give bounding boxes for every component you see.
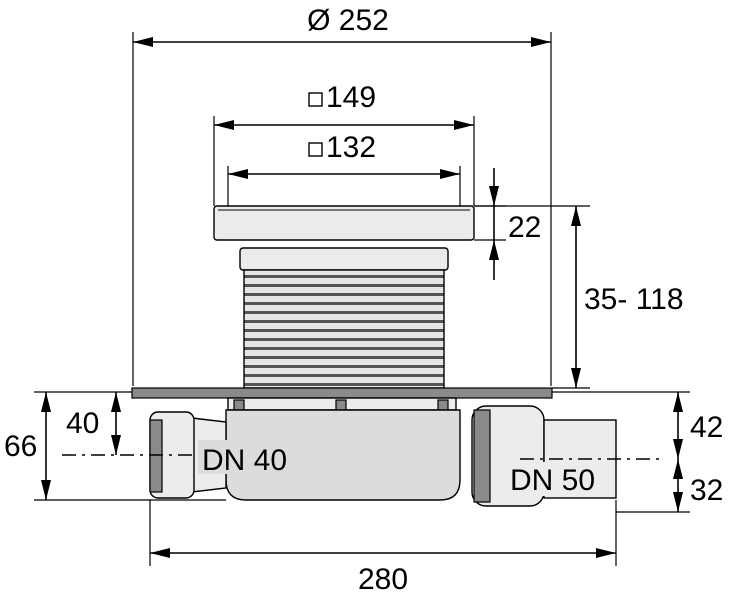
- label-body-height: 66: [4, 430, 37, 463]
- dim-grate-outer: 149: [213, 81, 475, 206]
- label-grate-height: 22: [508, 211, 541, 244]
- inlet-seal: [149, 419, 163, 493]
- inlet-centerline: DN 40: [62, 440, 302, 477]
- dim-body-height: 66: [4, 391, 226, 501]
- dim-flange-diameter: Ø 252: [132, 4, 552, 386]
- dim-grate-inner: 132: [227, 131, 461, 206]
- dim-adjust-range: 35- 118: [474, 205, 684, 389]
- square-symbol-icon: [308, 92, 323, 107]
- drain-flange: [131, 387, 553, 399]
- dim-inlet-height: 40: [66, 392, 121, 455]
- ribbed-riser: [243, 269, 445, 389]
- label-inlet-dn: DN 40: [202, 444, 287, 477]
- bolt-right: [437, 399, 449, 411]
- dim-grate-height: 22: [474, 168, 541, 280]
- dim-overall-width: 280: [149, 500, 617, 596]
- dim-outlet-upper: 42: [552, 391, 723, 459]
- label-flange-diameter: Ø 252: [307, 4, 389, 37]
- bolt-middle: [335, 399, 347, 411]
- grate-collar: [239, 247, 449, 271]
- drain-housing: [225, 409, 461, 501]
- label-inlet-height: 40: [66, 407, 99, 440]
- outlet-centerline: DN 50: [508, 458, 664, 497]
- outlet-seal: [473, 409, 491, 503]
- bolt-left: [233, 399, 245, 411]
- dim-outlet-lower: 32: [616, 459, 723, 513]
- label-overall-width: 280: [358, 563, 408, 596]
- label-grate-outer: 149: [326, 81, 376, 114]
- label-outlet-lower: 32: [690, 474, 723, 507]
- label-outlet-upper: 42: [690, 411, 723, 444]
- label-adjust-range: 35- 118: [584, 283, 684, 316]
- label-grate-inner: 132: [326, 131, 376, 164]
- square-symbol-icon: [308, 142, 323, 157]
- label-outlet-dn: DN 50: [510, 464, 595, 497]
- grate-top: [213, 205, 475, 241]
